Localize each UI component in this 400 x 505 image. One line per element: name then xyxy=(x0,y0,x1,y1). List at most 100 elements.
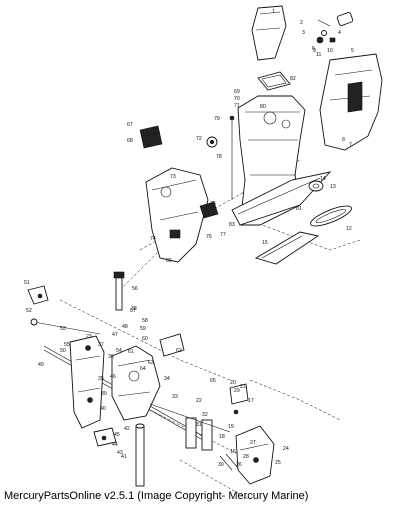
callout-83: 83 xyxy=(229,222,235,228)
callout-52: 52 xyxy=(26,308,32,314)
callout-15: 15 xyxy=(262,240,268,246)
callout-5: 5 xyxy=(351,48,354,54)
long-rod xyxy=(30,318,101,335)
callout-58: 58 xyxy=(142,318,148,324)
callout-43: 43 xyxy=(117,450,123,456)
callout-12: 12 xyxy=(346,226,352,232)
callout-50: 50 xyxy=(60,348,66,354)
callout-78: 78 xyxy=(216,154,222,160)
callout-82: 82 xyxy=(290,76,296,82)
oval-seal xyxy=(310,205,352,227)
callout-23: 23 xyxy=(86,334,92,340)
callout-80: 80 xyxy=(260,104,266,110)
callout-51: 51 xyxy=(24,280,30,286)
callout-41: 41 xyxy=(121,454,127,460)
callout-30: 30 xyxy=(218,462,224,468)
side-cowl-panel xyxy=(319,53,383,151)
callout-73: 73 xyxy=(170,174,176,180)
callout-49: 49 xyxy=(38,362,44,368)
callout-8: 8 xyxy=(342,137,345,143)
callout-68: 68 xyxy=(127,138,133,144)
callout-22: 22 xyxy=(196,398,202,404)
fitting-parts-top-right xyxy=(316,12,354,44)
callout-14: 14 xyxy=(320,176,326,182)
callout-57: 57 xyxy=(130,308,136,314)
callout-77: 77 xyxy=(220,232,226,238)
callout-7: 7 xyxy=(349,142,352,148)
trim-pad xyxy=(254,231,320,265)
callout-74: 74 xyxy=(150,236,156,242)
callout-29: 29 xyxy=(234,388,240,394)
callout-2: 2 xyxy=(300,20,303,26)
callout-67: 67 xyxy=(127,122,133,128)
callout-9: 9 xyxy=(313,48,316,54)
callout-33: 33 xyxy=(172,394,178,400)
callout-65: 65 xyxy=(210,378,216,384)
callout-56: 56 xyxy=(132,286,138,292)
callout-42: 42 xyxy=(124,426,130,432)
callout-27: 27 xyxy=(250,440,256,446)
callout-45: 45 xyxy=(114,432,120,438)
callout-62: 62 xyxy=(176,348,182,354)
swivel-bracket-upper xyxy=(145,167,209,263)
callout-46: 46 xyxy=(110,374,116,380)
callout-35: 35 xyxy=(98,376,104,382)
callout-18: 18 xyxy=(219,434,225,440)
copyright-caption: MercuryPartsOnline v2.5.1 (Image Copyrig… xyxy=(4,490,309,502)
callout-36: 36 xyxy=(108,354,114,360)
roller-part xyxy=(308,180,324,192)
callout-81: 81 xyxy=(296,206,302,212)
callout-70: 70 xyxy=(234,96,240,102)
callout-47: 47 xyxy=(112,332,118,338)
callout-79: 79 xyxy=(214,116,220,122)
callout-10: 10 xyxy=(327,48,333,54)
lever-assembly xyxy=(27,285,49,305)
callout-17: 17 xyxy=(248,398,254,404)
callout-59: 59 xyxy=(140,326,146,332)
shift-block xyxy=(199,201,219,219)
gasket-plate xyxy=(257,71,291,91)
callout-24: 24 xyxy=(283,446,289,452)
callout-54: 54 xyxy=(116,348,122,354)
callout-39: 39 xyxy=(101,391,107,397)
callout-1: 1 xyxy=(272,9,275,15)
callout-40: 40 xyxy=(100,406,106,412)
callout-44: 44 xyxy=(112,442,118,448)
top-cover-part xyxy=(251,5,287,61)
callout-48: 48 xyxy=(122,324,128,330)
callout-13: 13 xyxy=(330,184,336,190)
callout-32: 32 xyxy=(202,412,208,418)
callout-19: 19 xyxy=(228,424,234,430)
spring-clip xyxy=(206,136,218,148)
small-bracket xyxy=(93,427,117,447)
stern-bracket-left xyxy=(69,335,105,429)
callout-60: 60 xyxy=(142,336,148,342)
callout-53: 53 xyxy=(60,326,66,332)
callout-61: 61 xyxy=(128,349,134,355)
callout-38: 38 xyxy=(131,306,137,312)
callout-25: 25 xyxy=(275,460,281,466)
callout-69: 69 xyxy=(234,89,240,95)
callout-63: 63 xyxy=(148,360,154,366)
callout-34: 34 xyxy=(164,376,170,382)
shim-block xyxy=(139,125,163,149)
callout-4: 4 xyxy=(338,30,341,36)
callout-71: 71 xyxy=(234,103,240,109)
callout-75: 75 xyxy=(210,201,216,207)
clip-parts-right xyxy=(219,383,249,471)
callout-26: 26 xyxy=(236,462,242,468)
callout-76: 76 xyxy=(206,234,212,240)
callout-28: 28 xyxy=(243,454,249,460)
callout-3: 3 xyxy=(302,30,305,36)
tilt-pin-shaft xyxy=(135,423,145,487)
stern-bracket-right xyxy=(235,425,275,485)
plate-part xyxy=(159,333,185,357)
callout-64: 64 xyxy=(140,366,146,372)
callout-6: 6 xyxy=(312,46,315,52)
tilt-tube-upper xyxy=(113,271,125,311)
callout-20: 20 xyxy=(230,380,236,386)
callout-55: 55 xyxy=(64,342,70,348)
shift-rod xyxy=(229,115,235,200)
callout-21: 21 xyxy=(240,384,246,390)
